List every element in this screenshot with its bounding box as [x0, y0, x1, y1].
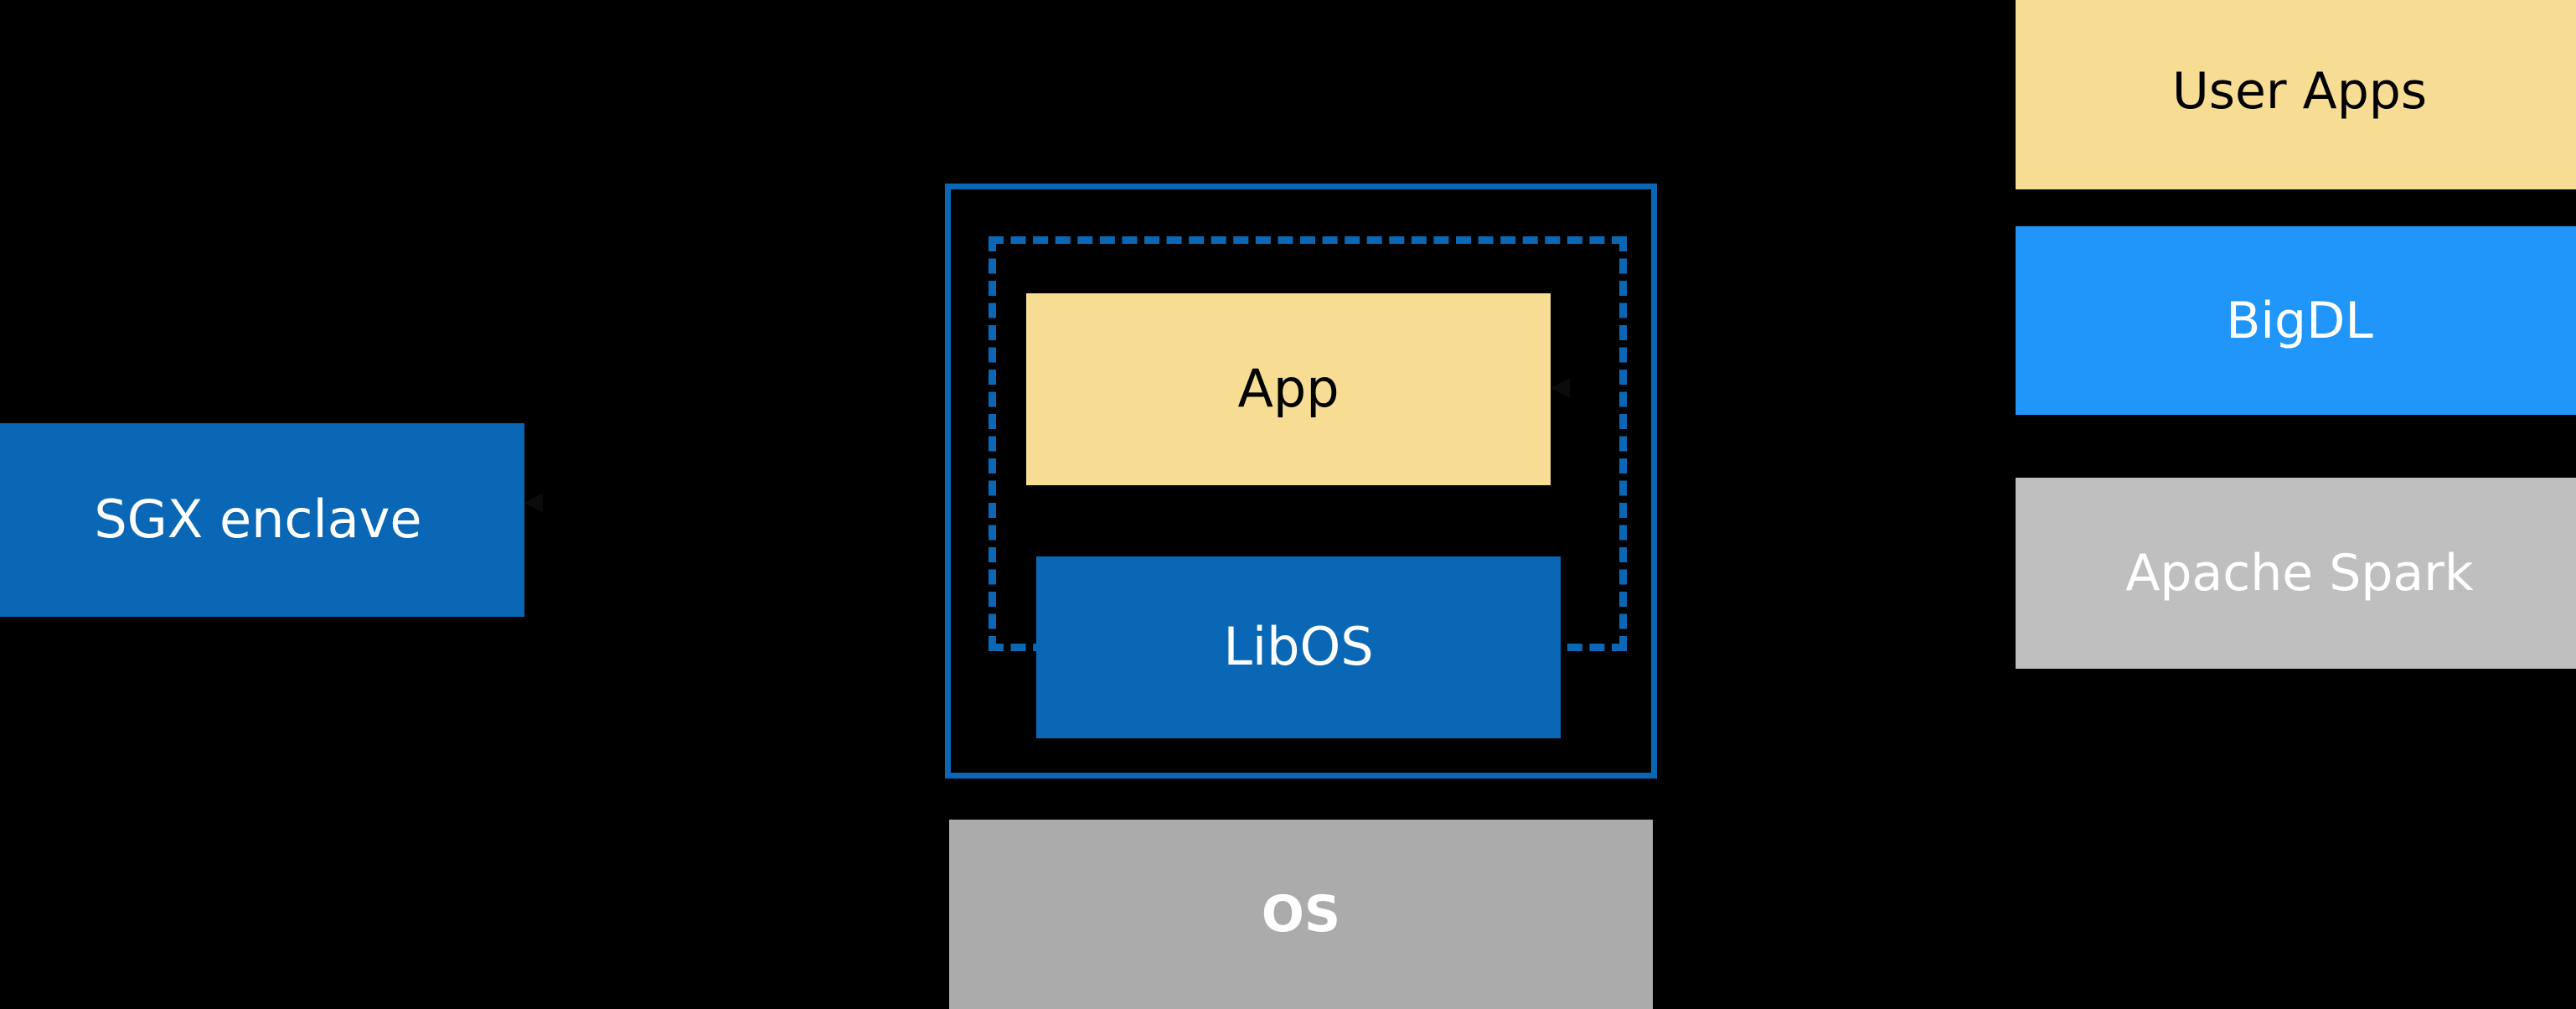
user-apps-label: User Apps: [2171, 62, 2428, 121]
app-label: App: [1237, 358, 1340, 420]
os-box: OS: [949, 820, 1653, 1009]
app-box: App: [1026, 293, 1551, 485]
os-label: OS: [1261, 885, 1341, 944]
enclave-outer-border: [945, 184, 1657, 779]
sgx-enclave-label: SGX enclave: [94, 489, 422, 551]
libos-box: LibOS: [1036, 556, 1561, 738]
bigdl-box: BigDL: [2016, 226, 2576, 415]
apache-spark-label: Apache Spark: [2125, 544, 2474, 603]
apache-spark-box: Apache Spark: [2016, 478, 2576, 669]
sgx-enclave-box: SGX enclave: [0, 423, 524, 617]
sgx-arrowhead-icon: [524, 493, 543, 513]
bigdl-label: BigDL: [2226, 291, 2373, 350]
libos-label: LibOS: [1223, 616, 1374, 678]
user-apps-box: User Apps: [2016, 0, 2576, 189]
